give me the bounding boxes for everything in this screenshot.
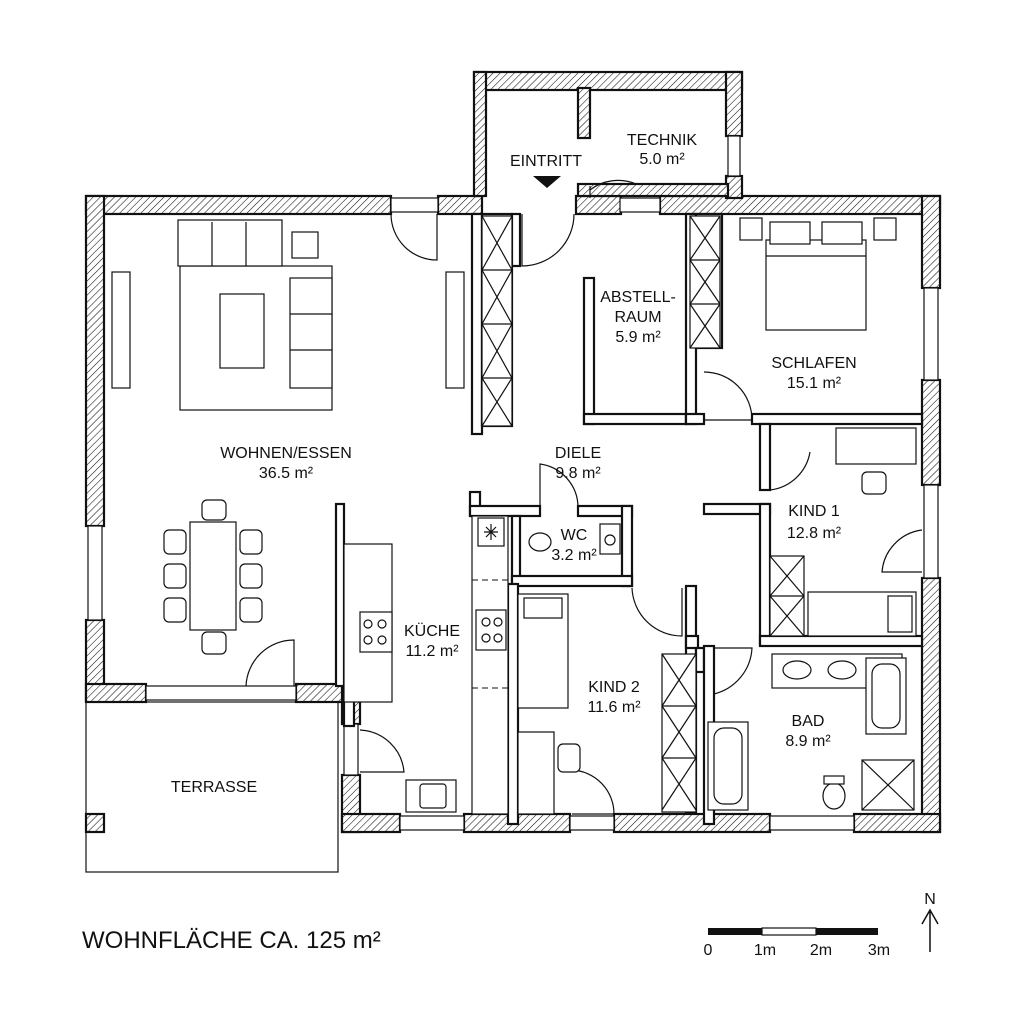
furniture: [111, 217, 917, 815]
label-technik: TECHNIK: [627, 132, 698, 149]
area-kind2: 11.6 m²: [587, 699, 641, 716]
entrance-arrow-icon: [533, 176, 561, 188]
label-terrasse: TERRASSE: [171, 779, 257, 796]
north-arrow-icon: [921, 908, 939, 952]
scale-tick-2: 2m: [810, 942, 832, 959]
label-eintritt: EINTRITT: [510, 153, 582, 170]
terrasse: [84, 701, 339, 873]
area-technik: 5.0 m²: [639, 151, 685, 168]
area-bad: 8.9 m²: [785, 733, 831, 750]
scale-tick-0: 0: [704, 942, 713, 959]
scale-tick-1: 1m: [754, 942, 776, 959]
exterior-walls: [84, 70, 942, 834]
north-label: N: [924, 891, 936, 908]
scale-tick-3: 3m: [868, 942, 890, 959]
label-schlafen: SCHLAFEN: [771, 355, 856, 372]
total-area-label: WOHNFLÄCHE CA. 125 m²: [82, 927, 381, 954]
label-abstell-1: ABSTELL-: [600, 289, 676, 306]
area-schlafen: 15.1 m²: [787, 375, 842, 392]
label-kind1: KIND 1: [788, 503, 840, 520]
area-kueche: 11.2 m²: [405, 643, 459, 660]
label-bad: BAD: [792, 713, 825, 730]
area-wc: 3.2 m²: [551, 547, 597, 564]
label-kueche: KÜCHE: [404, 622, 460, 640]
area-kind1: 12.8 m²: [787, 525, 842, 542]
label-wohnen: WOHNEN/ESSEN: [220, 445, 352, 462]
area-wohnen: 36.5 m²: [259, 465, 314, 482]
area-diele: 9.8 m²: [555, 465, 601, 482]
area-abstell: 5.9 m²: [615, 329, 661, 346]
doors: [245, 179, 923, 815]
label-abstell-2: RAUM: [614, 309, 661, 326]
label-diele: DIELE: [555, 445, 601, 462]
label-wc: WC: [561, 527, 588, 544]
label-kind2: KIND 2: [588, 679, 640, 696]
scale-bar: [708, 927, 878, 936]
windows: [87, 135, 939, 831]
closets: [481, 215, 805, 813]
